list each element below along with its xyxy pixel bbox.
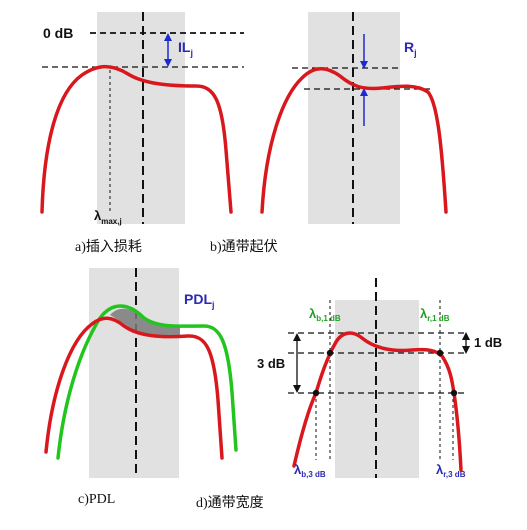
- panel-c-passband: [89, 268, 179, 478]
- caption-a: a)插入损耗: [75, 240, 142, 255]
- caption-b: b)通带起伏: [210, 240, 278, 255]
- panel-a-lambda-max-label: λmax,j: [94, 208, 122, 226]
- panel-d-1db-label: 1 dB: [474, 335, 502, 350]
- caption-d: d)通带宽度: [196, 496, 264, 511]
- panel-b-ripple: Rj: [260, 12, 448, 224]
- panel-c-red-curve: [44, 316, 224, 460]
- panel-b-r-label: Rj: [404, 39, 417, 58]
- panel-d-point-lb3: [312, 389, 320, 397]
- panel-a-il-label: ILj: [178, 39, 193, 58]
- panel-d-bandwidth: 1 dB 3 dB λb,1 dB λr,1 dB λb,3 dB λr,3 d…: [257, 278, 502, 479]
- panel-d-point-lr1: [436, 349, 444, 357]
- panel-d-point-lb1: [326, 349, 334, 357]
- panel-d-lb3-label: λb,3 dB: [294, 462, 326, 479]
- panel-c-pdl-label: PDLj: [184, 291, 215, 310]
- panel-d-lr1-label: λr,1 dB: [420, 306, 450, 323]
- panel-b-red-curve: [260, 67, 448, 214]
- panel-c-green-curve: [56, 304, 238, 460]
- caption-c: c)PDL: [78, 492, 116, 507]
- panel-d-lb1-label: λb,1 dB: [309, 306, 341, 323]
- panel-c-pdl: PDLj: [44, 268, 238, 478]
- panel-a-insertion-loss: 0 dB ILj λmax,j: [40, 12, 244, 226]
- panel-a-zero-db-label: 0 dB: [43, 25, 73, 41]
- panel-d-3db-label: 3 dB: [257, 356, 285, 371]
- panel-c-pdl-gap: [110, 308, 180, 336]
- panel-d-lr3-label: λr,3 dB: [436, 462, 466, 479]
- panel-d-point-lr3: [450, 389, 458, 397]
- panel-a-red-curve: [40, 64, 233, 214]
